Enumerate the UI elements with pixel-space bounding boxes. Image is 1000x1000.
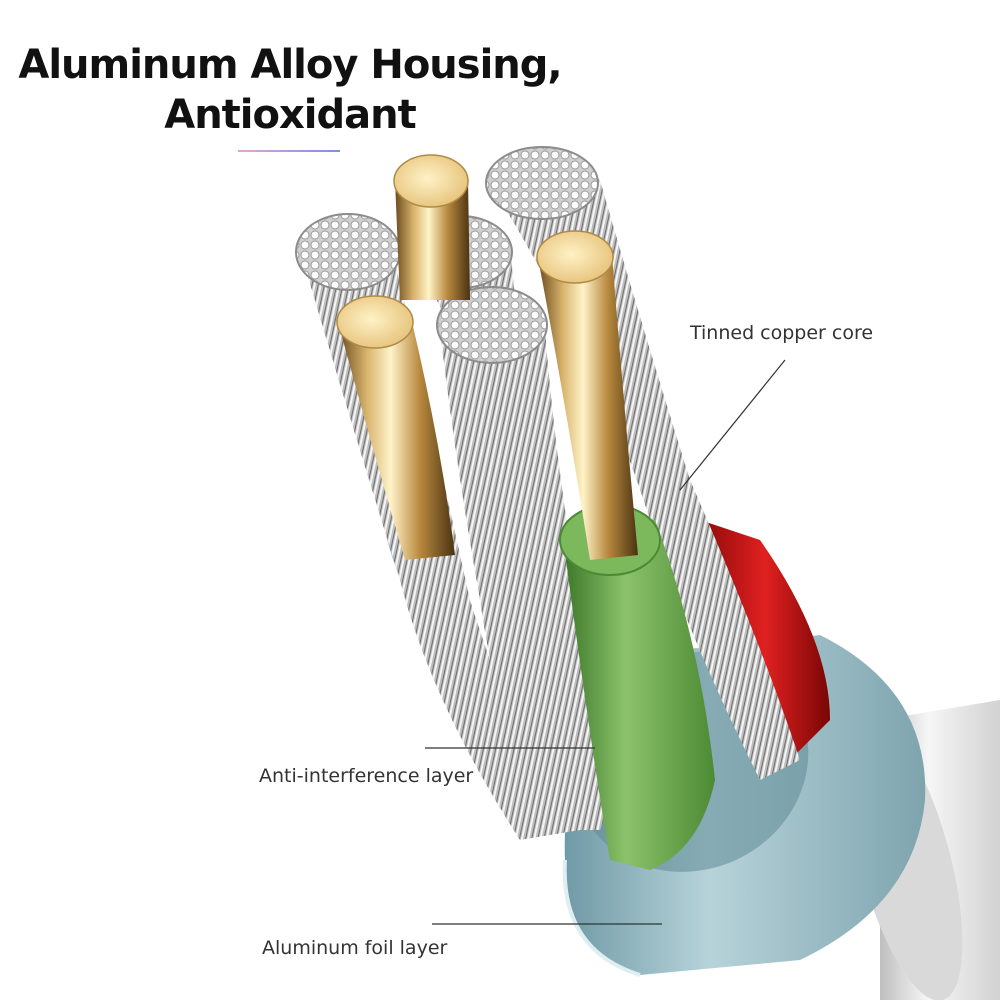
label-anti-interference-layer: Anti-interference layer: [259, 765, 474, 787]
page-title: Aluminum Alloy Housing, Antioxidant: [0, 40, 580, 140]
gold-core-right: [536, 230, 638, 560]
title-accent-underline: [238, 150, 340, 152]
gold-core-top: [393, 154, 470, 300]
title-line-2: Antioxidant: [164, 92, 416, 138]
label-tinned-copper-core: Tinned copper core: [690, 322, 874, 344]
title-line-1: Aluminum Alloy Housing,: [18, 42, 562, 88]
leader-line-core: [679, 359, 786, 491]
tinned-copper-cores: [336, 154, 638, 560]
label-aluminum-foil-layer: Aluminum foil layer: [262, 937, 448, 959]
gold-core-left: [336, 295, 455, 560]
red-insulated-wire: [700, 520, 830, 760]
